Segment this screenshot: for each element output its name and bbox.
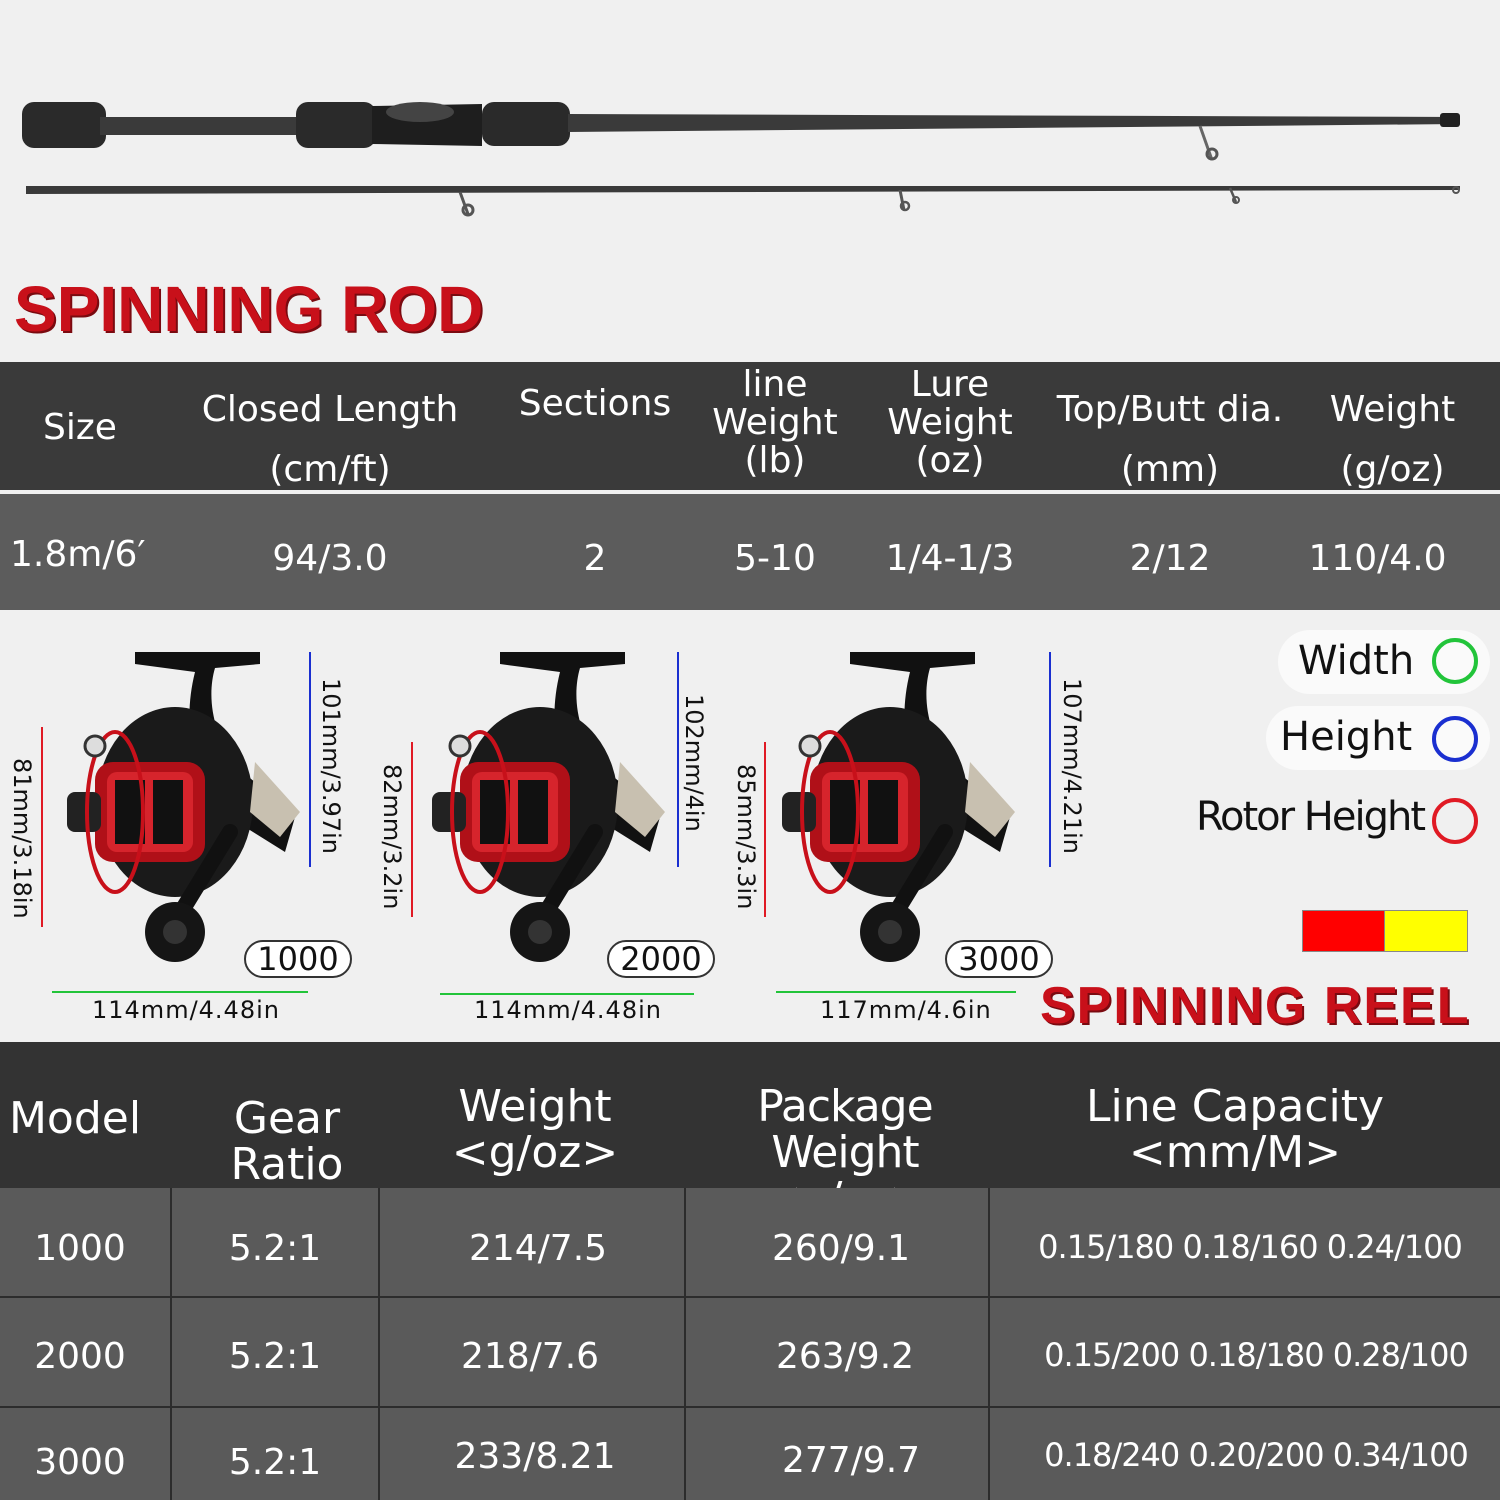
reel-section-title: SPINNING REEL: [1040, 977, 1471, 1035]
color-swatch-red: [1302, 910, 1386, 952]
header-line-weight: line Weight (lb): [712, 364, 838, 481]
header-model: Model: [8, 1093, 142, 1144]
rod-sections-value: 2: [583, 538, 607, 579]
rod-line-weight-value: 5-10: [734, 538, 816, 579]
legend-height-ring: [1432, 716, 1478, 762]
line-capacity-cell: 0.18/240 0.20/200 0.34/100: [1044, 1436, 1469, 1474]
reel-2000-badge: 2000: [607, 940, 715, 978]
header-line-capacity: Line Capacity <mm/M>: [1086, 1081, 1384, 1178]
row-divider: [0, 1406, 1500, 1408]
gear-ratio-cell: 5.2:1: [228, 1336, 322, 1377]
package-weight-cell: 260/9.1: [771, 1228, 911, 1269]
reel-2000-width-label: 114mm/4.48in: [474, 996, 662, 1024]
legend-rotor-ring: [1432, 798, 1478, 844]
reel-3000-image: [782, 652, 1015, 962]
reel-3000-width-label: 117mm/4.6in: [820, 996, 992, 1024]
rod-spec-row: 1.8m/6′ 94/3.0 2 5-10 1/4-1/3 2/12 110/4…: [0, 494, 1500, 610]
col-divider: [684, 1188, 686, 1500]
package-weight-cell: 263/9.2: [775, 1336, 915, 1377]
header-top-butt-dia: Top/Butt dia. (mm): [1056, 389, 1284, 490]
header-reel-weight: Weight <g/oz>: [451, 1081, 619, 1178]
header-size: Size: [43, 407, 117, 448]
reel-3000-height-label: 107mm/4.21in: [1058, 678, 1086, 854]
gear-ratio-cell: 5.2:1: [228, 1228, 322, 1269]
weight-cell: 218/7.6: [460, 1336, 600, 1377]
reel-1000-rotor-label: 81mm/3.18in: [8, 758, 36, 919]
header-weight: Weight (g/oz): [1329, 389, 1456, 490]
model-cell: 1000: [34, 1228, 126, 1269]
reel-2000-rotor-label: 82mm/3.2in: [378, 764, 406, 910]
reel-1000-badge: 1000: [244, 940, 352, 978]
reel-illustrations: [41, 612, 1051, 995]
rod-closed-length-value: 94/3.0: [272, 538, 388, 579]
reel-spec-header: Model Gear Ratio Weight <g/oz> Package W…: [0, 1042, 1500, 1222]
weight-cell: 214/7.5: [468, 1228, 608, 1269]
reel-1000-image: [67, 652, 300, 962]
line-capacity-cell: 0.15/180 0.18/160 0.24/100: [1038, 1228, 1463, 1266]
legend-width-ring: [1432, 638, 1478, 684]
line-capacity-cell: 0.15/200 0.18/180 0.28/100: [1044, 1336, 1469, 1374]
model-cell: 3000: [34, 1442, 126, 1483]
reel-dimensions-area: 101mm/3.97in 81mm/3.18in 102mm/4in 82mm/…: [0, 612, 1500, 1042]
legend-rotor-label: Rotor Height: [1196, 794, 1426, 840]
reel-3000-rotor-label: 85mm/3.3in: [732, 764, 760, 910]
rod-top-butt-value: 2/12: [1129, 538, 1211, 579]
rod-section-title: SPINNING ROD: [14, 273, 484, 345]
model-cell: 2000: [34, 1336, 126, 1377]
header-gear-ratio: Gear Ratio: [230, 1093, 344, 1190]
reel-1000-height-label: 101mm/3.97in: [317, 678, 345, 854]
rod-spec-header: Size Closed Length (cm/ft) Sections line…: [0, 362, 1500, 490]
legend-height-label: Height: [1280, 714, 1413, 760]
col-divider: [988, 1188, 990, 1500]
gear-ratio-cell: 5.2:1: [228, 1442, 322, 1483]
header-sections: Sections: [518, 383, 672, 424]
rod-size-value: 1.8m/6′: [10, 534, 146, 575]
color-swatch-yellow: [1384, 910, 1468, 952]
legend-width-label: Width: [1298, 638, 1415, 684]
weight-cell: 233/8.21: [454, 1436, 616, 1477]
reel-2000-image: [432, 652, 665, 962]
rod-lure-weight-value: 1/4-1/3: [885, 538, 1015, 579]
col-divider: [378, 1188, 380, 1500]
reel-spec-table: 1000 5.2:1 214/7.5 260/9.1 0.15/180 0.18…: [0, 1188, 1500, 1500]
reel-1000-width-label: 114mm/4.48in: [92, 996, 280, 1024]
reel-2000-height-label: 102mm/4in: [680, 694, 708, 832]
header-closed-length: Closed Length (cm/ft): [201, 389, 459, 490]
header-lure-weight: Lure Weight (oz): [887, 364, 1013, 481]
rod-weight-value: 110/4.0: [1308, 538, 1447, 579]
row-divider: [0, 1296, 1500, 1298]
package-weight-cell: 277/9.7: [781, 1440, 921, 1481]
fishing-rod-image: [22, 102, 1460, 217]
col-divider: [170, 1188, 172, 1500]
reel-3000-badge: 3000: [945, 940, 1053, 978]
